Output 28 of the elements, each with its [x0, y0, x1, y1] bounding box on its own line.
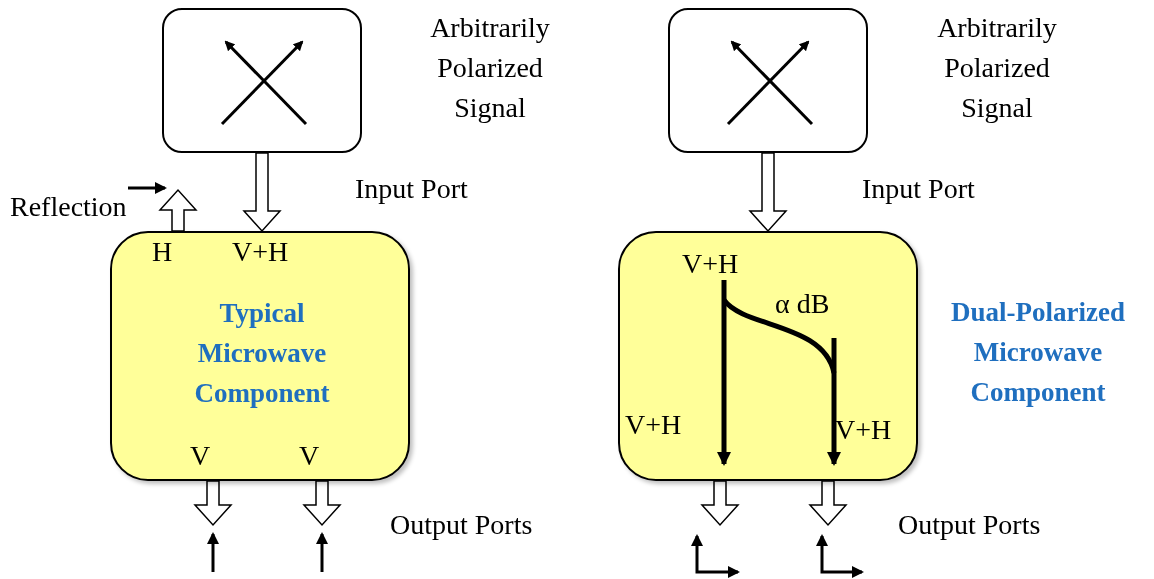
port-label: V+H: [682, 247, 740, 281]
port-label: V: [190, 439, 212, 473]
port-caption: Output Ports: [390, 508, 533, 542]
hollow-arrow: [748, 152, 788, 233]
component-title: Typical Microwave Component: [193, 297, 331, 410]
signal-box: [668, 8, 868, 153]
signal-box: [162, 8, 362, 153]
port-label: H: [152, 235, 174, 269]
hollow-arrow: [302, 480, 342, 527]
port-label: α dB: [775, 287, 831, 321]
hollow-arrow: [700, 480, 740, 527]
signal-caption: Arbitrarily Polarized Signal: [429, 11, 551, 125]
port-label: V+H: [835, 413, 893, 447]
component-box: [110, 231, 410, 481]
port-label: V+H: [232, 235, 290, 269]
port-caption: Input Port: [862, 172, 975, 206]
hollow-arrow: [808, 480, 848, 527]
hollow-arrow: [242, 152, 282, 233]
hollow-arrow: [193, 480, 233, 527]
port-caption: Input Port: [355, 172, 468, 206]
signal-caption: Arbitrarily Polarized Signal: [936, 11, 1058, 125]
port-label: V: [299, 439, 321, 473]
port-label: V+H: [625, 408, 683, 442]
component-title: Dual-Polarized Microwave Component: [950, 296, 1126, 409]
component-box: [618, 231, 918, 481]
port-caption: Output Ports: [898, 508, 1041, 542]
port-caption: Reflection: [10, 190, 127, 224]
hollow-arrow: [158, 188, 198, 232]
